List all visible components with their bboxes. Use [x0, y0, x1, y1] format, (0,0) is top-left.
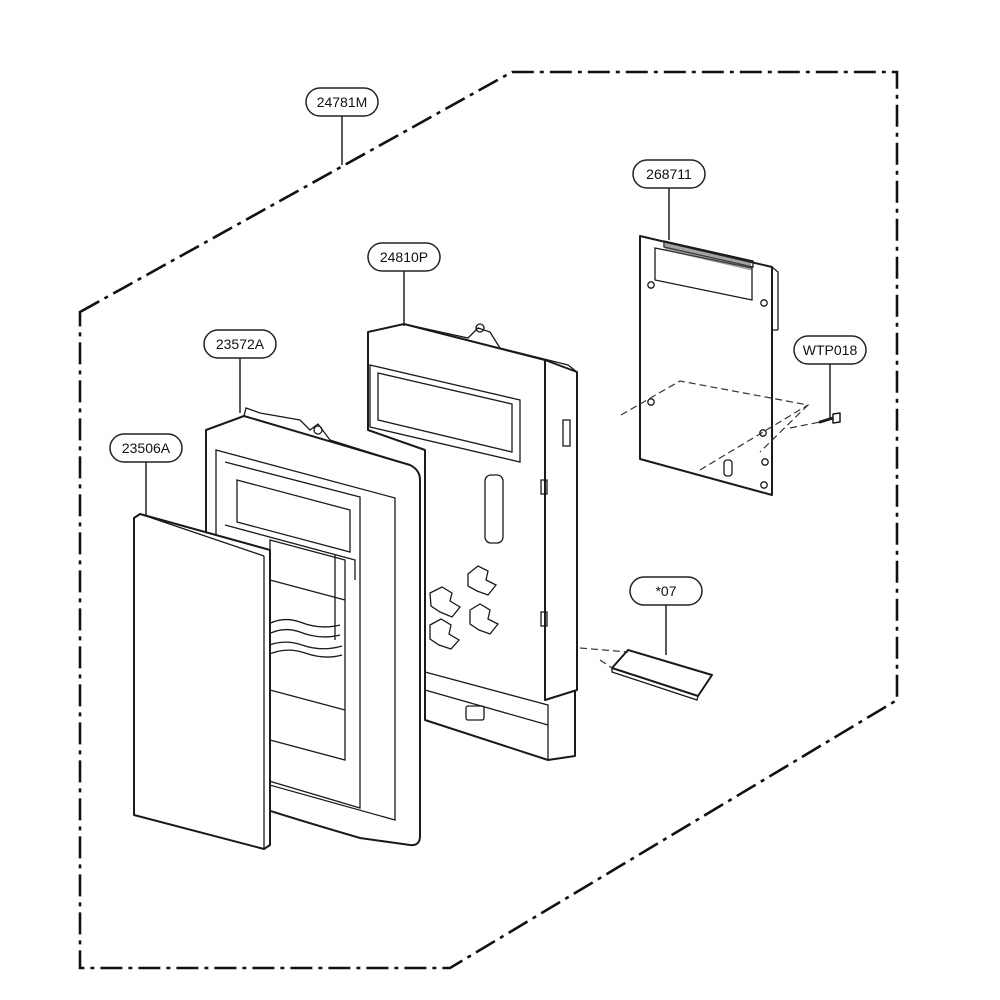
- label-268711-text: 268711: [646, 166, 692, 182]
- pcb-guide-lines: [620, 380, 810, 471]
- frame-part: [367, 323, 578, 761]
- label-WTP018-text: WTP018: [803, 342, 858, 358]
- label-07: *07: [629, 576, 703, 606]
- label-23506A: 23506A: [109, 433, 183, 463]
- pcb-board: [639, 235, 779, 496]
- connector-guide-line: [579, 647, 629, 669]
- label-23572A-text: 23572A: [216, 336, 265, 352]
- label-07-text: *07: [655, 583, 676, 599]
- label-WTP018: WTP018: [793, 335, 867, 365]
- label-268711: 268711: [632, 159, 706, 189]
- assembly-boundary: [78, 70, 899, 970]
- front-cover-part: [133, 513, 271, 850]
- label-24810P: 24810P: [367, 242, 441, 272]
- label-23572A: 23572A: [203, 329, 277, 359]
- connector-part: [611, 649, 713, 701]
- label-24781M: 24781M: [305, 87, 379, 117]
- label-23506A-text: 23506A: [122, 440, 171, 456]
- screw-part: [818, 412, 841, 424]
- screw-guide-line: [789, 421, 821, 429]
- ribbon-cable: [261, 618, 343, 658]
- label-24810P-text: 24810P: [380, 249, 428, 265]
- label-24781M-text: 24781M: [317, 94, 368, 110]
